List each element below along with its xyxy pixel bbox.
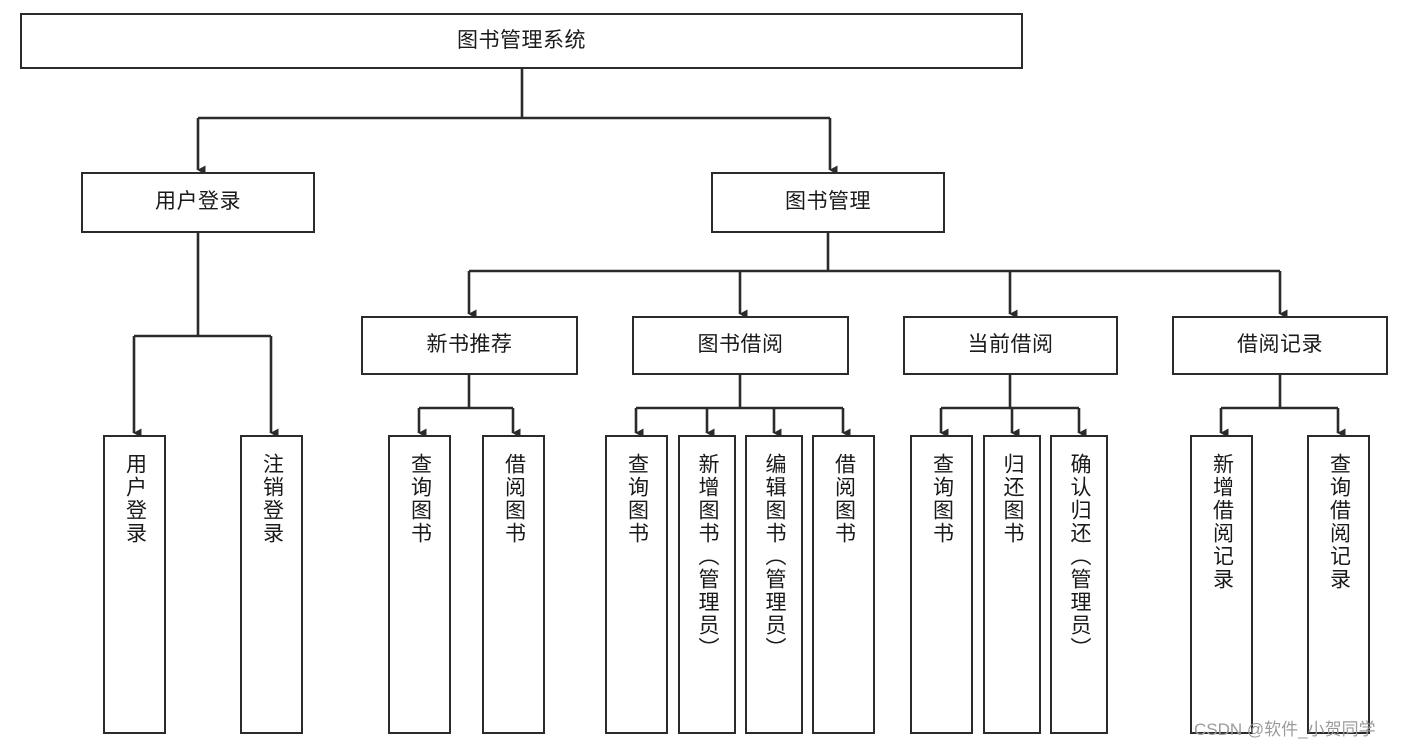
node-level2-用户登录-0[interactable]: 用户登录 bbox=[81, 172, 315, 233]
node-leaf-注销登录-1[interactable]: 注销登录 bbox=[240, 435, 303, 734]
node-leaf-新增借阅记录-11[interactable]: 新增借阅记录 bbox=[1190, 435, 1253, 734]
node-leaf-编辑图书管理员-6[interactable]: 编辑图书（管理员） bbox=[745, 435, 803, 734]
node-level3-当前借阅-2[interactable]: 当前借阅 bbox=[903, 316, 1118, 375]
node-label: 确认归还（管理员） bbox=[1068, 453, 1092, 660]
node-label: 用户登录 bbox=[155, 190, 241, 214]
node-label: 借阅图书 bbox=[832, 453, 856, 545]
node-label: 归还图书 bbox=[1001, 453, 1025, 545]
node-leaf-归还图书-9[interactable]: 归还图书 bbox=[983, 435, 1041, 734]
node-label: 查询图书 bbox=[408, 453, 432, 545]
node-label: 查询图书 bbox=[930, 453, 954, 545]
node-leaf-查询图书-4[interactable]: 查询图书 bbox=[605, 435, 668, 734]
node-leaf-查询借阅记录-12[interactable]: 查询借阅记录 bbox=[1307, 435, 1370, 734]
node-leaf-用户登录-0[interactable]: 用户登录 bbox=[103, 435, 166, 734]
node-leaf-新增图书管理员-5[interactable]: 新增图书（管理员） bbox=[678, 435, 736, 734]
node-label: 用户登录 bbox=[123, 453, 147, 545]
node-label: 借阅记录 bbox=[1237, 333, 1323, 357]
node-label: 图书借阅 bbox=[697, 333, 784, 357]
node-label: 借阅图书 bbox=[502, 453, 526, 545]
node-leaf-查询图书-2[interactable]: 查询图书 bbox=[388, 435, 451, 734]
node-level2-图书管理-1[interactable]: 图书管理 bbox=[711, 172, 945, 233]
node-label: 查询借阅记录 bbox=[1327, 453, 1351, 591]
node-label: 新书推荐 bbox=[426, 333, 513, 357]
node-label: 图书管理系统 bbox=[457, 28, 586, 52]
node-leaf-确认归还管理员-10[interactable]: 确认归还（管理员） bbox=[1050, 435, 1108, 734]
node-label: 查询图书 bbox=[625, 453, 649, 545]
node-level3-新书推荐-0[interactable]: 新书推荐 bbox=[361, 316, 578, 375]
node-label: 当前借阅 bbox=[967, 333, 1054, 357]
node-label: 新增图书（管理员） bbox=[696, 453, 720, 660]
node-root-图书管理系统[interactable]: 图书管理系统 bbox=[20, 13, 1023, 69]
node-level3-借阅记录-3[interactable]: 借阅记录 bbox=[1172, 316, 1388, 375]
node-leaf-借阅图书-3[interactable]: 借阅图书 bbox=[482, 435, 545, 734]
node-label: 新增借阅记录 bbox=[1210, 453, 1234, 591]
node-label: 编辑图书（管理员） bbox=[763, 453, 787, 660]
node-leaf-查询图书-8[interactable]: 查询图书 bbox=[910, 435, 973, 734]
node-level3-图书借阅-1[interactable]: 图书借阅 bbox=[632, 316, 849, 375]
node-label: 图书管理 bbox=[785, 190, 871, 214]
node-leaf-借阅图书-7[interactable]: 借阅图书 bbox=[812, 435, 875, 734]
node-label: 注销登录 bbox=[260, 453, 284, 545]
